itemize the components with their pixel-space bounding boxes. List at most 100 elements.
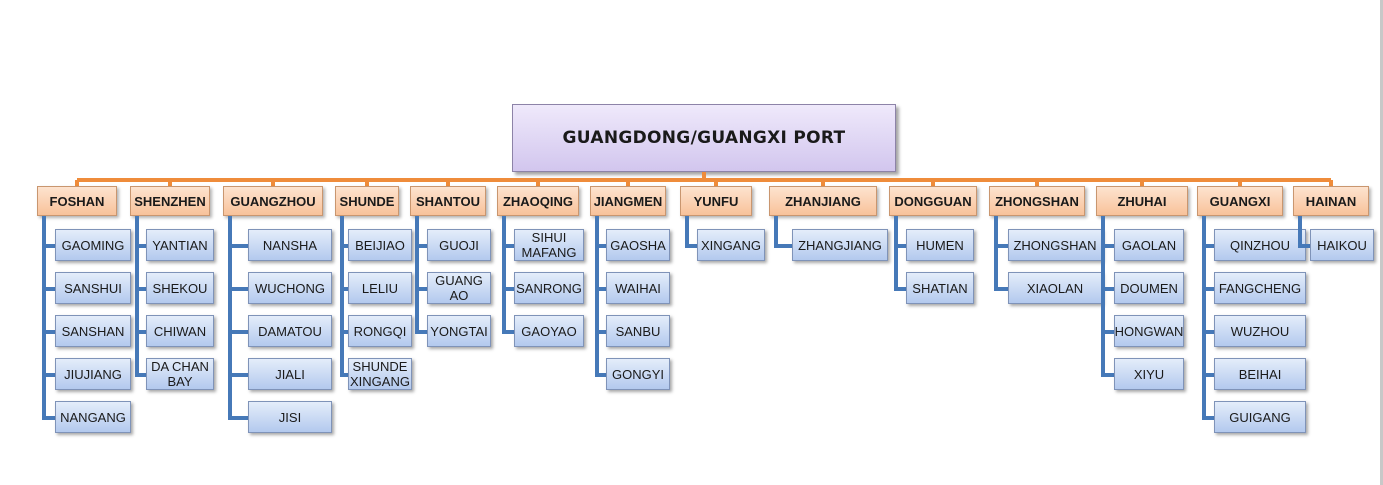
port-node: SHEKOU — [146, 272, 214, 304]
branch-stub — [1202, 330, 1214, 334]
city-connector — [931, 180, 935, 186]
city-node-zhongshan: ZHONGSHAN — [989, 186, 1085, 216]
branch-stub — [894, 244, 906, 248]
port-node: BEIHAI — [1214, 358, 1306, 390]
port-label: SANRONG — [516, 280, 582, 296]
port-node: HAIKOU — [1310, 229, 1374, 261]
port-node: XINGANG — [697, 229, 765, 261]
port-label: JISI — [278, 409, 302, 425]
city-connector — [168, 180, 172, 186]
port-node: SANSHAN — [55, 315, 131, 347]
branch-stub — [415, 244, 427, 248]
root-node: GUANGDONG/GUANGXI PORT — [512, 104, 896, 172]
city-node-guangxi: GUANGXI — [1197, 186, 1283, 216]
branch-stub — [340, 330, 348, 334]
city-label: GUANGXI — [1209, 193, 1271, 209]
branch-stub — [228, 416, 248, 420]
port-node: NANGANG — [55, 401, 131, 433]
port-node: GUOJI — [427, 229, 491, 261]
port-label: HONGWAN — [1114, 323, 1184, 339]
port-label: ZHANGJIANG — [798, 237, 882, 253]
branch-stub — [1202, 373, 1214, 377]
city-label: SHANTOU — [415, 193, 481, 209]
port-label: SANSHUI — [64, 280, 122, 296]
root-connector — [702, 172, 706, 178]
port-label: NANSHA — [262, 237, 318, 253]
branch-trunk — [1101, 216, 1105, 376]
branch-trunk — [340, 216, 344, 376]
port-label: SHEKOU — [152, 280, 208, 296]
city-connector — [626, 180, 630, 186]
branch-trunk — [228, 216, 232, 419]
city-connector — [821, 180, 825, 186]
city-label: SHUNDE — [339, 193, 395, 209]
port-node: FANGCHENG — [1214, 272, 1306, 304]
port-label: XINGANG — [701, 237, 761, 253]
city-label: SHENZHEN — [134, 193, 206, 209]
port-label: ZHONGSHAN — [1013, 237, 1097, 253]
port-label: JIUJIANG — [64, 366, 122, 382]
city-label: ZHANJIANG — [785, 193, 861, 209]
port-node: SHATIAN — [906, 272, 974, 304]
branch-stub — [42, 373, 55, 377]
port-label: FANGCHENG — [1218, 280, 1302, 296]
port-label: SHUNDE XINGANG — [350, 359, 410, 389]
city-label: FOSHAN — [49, 193, 105, 209]
branch-trunk — [1298, 216, 1302, 247]
city-node-zhanjiang: ZHANJIANG — [769, 186, 877, 216]
port-label: GAOYAO — [521, 323, 577, 339]
right-edge-border — [1380, 0, 1383, 485]
city-node-shantou: SHANTOU — [410, 186, 486, 216]
city-label: GUANGZHOU — [230, 193, 316, 209]
city-node-zhaoqing: ZHAOQING — [497, 186, 579, 216]
branch-stub — [1298, 244, 1310, 248]
city-label: HAINAN — [1305, 193, 1357, 209]
branch-stub — [42, 244, 55, 248]
port-node: HONGWAN — [1114, 315, 1184, 347]
port-node: NANSHA — [248, 229, 332, 261]
branch-stub — [774, 244, 792, 248]
branch-stub — [994, 287, 1008, 291]
city-connector — [446, 180, 450, 186]
port-label: JIALI — [275, 366, 305, 382]
port-label: YANTIAN — [152, 237, 208, 253]
branch-stub — [415, 287, 427, 291]
branch-trunk — [994, 216, 998, 290]
port-label: GUOJI — [439, 237, 479, 253]
port-label: WUZHOU — [1230, 323, 1290, 339]
branch-stub — [595, 287, 606, 291]
city-label: YUNFU — [693, 193, 739, 209]
branch-stub — [994, 244, 1008, 248]
port-node: SANRONG — [514, 272, 584, 304]
branch-trunk — [774, 216, 778, 247]
city-node-guangzhou: GUANGZHOU — [223, 186, 323, 216]
branch-trunk — [595, 216, 599, 376]
port-node: JIALI — [248, 358, 332, 390]
branch-stub — [42, 287, 55, 291]
port-label: QINZHOU — [1230, 237, 1290, 253]
port-label: GAOSHA — [610, 237, 666, 253]
port-label: GONGYI — [611, 366, 664, 382]
branch-stub — [135, 287, 146, 291]
port-label: GUANG AO — [435, 273, 483, 303]
port-node: ZHANGJIANG — [792, 229, 888, 261]
city-node-foshan: FOSHAN — [37, 186, 117, 216]
branch-stub — [135, 373, 146, 377]
port-label: LELIU — [361, 280, 399, 296]
port-label: HAIKOU — [1317, 237, 1367, 253]
city-connector — [365, 180, 369, 186]
root-label: GUANGDONG/GUANGXI PORT — [562, 127, 846, 148]
port-node: DAMATOU — [248, 315, 332, 347]
branch-trunk — [42, 216, 46, 419]
port-node: WUCHONG — [248, 272, 332, 304]
port-node: SANSHUI — [55, 272, 131, 304]
city-node-dongguan: DONGGUAN — [889, 186, 977, 216]
port-node: HUMEN — [906, 229, 974, 261]
branch-stub — [1101, 373, 1114, 377]
branch-stub — [685, 244, 697, 248]
port-node: JISI — [248, 401, 332, 433]
port-label: RONGQI — [353, 323, 407, 339]
port-label: NANGANG — [60, 409, 126, 425]
city-label: JIANGMEN — [593, 193, 663, 209]
